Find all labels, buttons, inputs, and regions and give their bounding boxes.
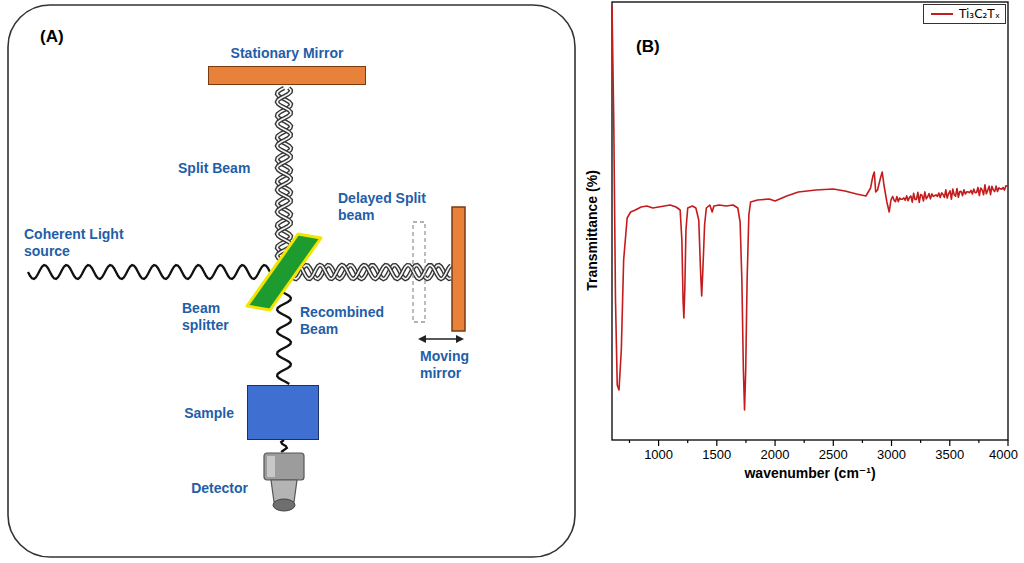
split-light-beam [290, 265, 451, 279]
axis-tick [629, 440, 630, 443]
split-light-beam [290, 265, 451, 279]
detector-icon [262, 452, 306, 514]
tick-label: 3000 [877, 446, 906, 463]
light-beam [28, 265, 284, 279]
stationary-mirror: Stationary Mirror [208, 66, 366, 85]
detector: Detector [262, 452, 306, 514]
light-beam [281, 440, 287, 452]
tick-label: 1000 [644, 446, 673, 463]
split-light-beam [290, 265, 451, 279]
legend: Ti₃C₂Tₓ [923, 4, 1006, 24]
legend-row: Ti₃C₂Tₓ [929, 7, 1000, 21]
part-label: Sample [184, 405, 234, 422]
splitter-label: Beam splitter [182, 300, 252, 334]
beam-label: Delayed Split beam [338, 190, 433, 224]
split-light-beam [277, 88, 291, 264]
axis-title: wavenumber (cm⁻¹) [744, 465, 875, 482]
split-light-beam [290, 265, 451, 279]
panel-frame [8, 5, 575, 557]
axis-tick [658, 440, 659, 446]
axis-tick [833, 440, 834, 446]
axis-tick [716, 440, 717, 446]
beam-splitter [247, 234, 321, 310]
split-light-beam [277, 88, 291, 264]
plot-frame [612, 2, 1008, 440]
mirror-previous-position [413, 222, 425, 322]
mirror-label: Moving mirror [420, 348, 490, 382]
legend-line [931, 13, 953, 15]
axis-tick [804, 440, 805, 443]
beam-label: Split Beam [178, 160, 250, 177]
tick-label: 2000 [761, 446, 790, 463]
panel-tag: (A) [40, 28, 64, 45]
axis-tick [862, 440, 863, 443]
beam-label: Recombined Beam [300, 304, 400, 338]
axis-tick [774, 440, 775, 446]
part-label: Stationary Mirror [231, 45, 344, 62]
axis-tick [687, 440, 688, 443]
axis-tick [949, 440, 950, 446]
axis-tick [978, 440, 979, 443]
legend-text: Ti₃C₂Tₓ [959, 7, 1000, 21]
split-light-beam [277, 88, 291, 264]
axis-tick [745, 440, 746, 443]
motion-arrow [418, 335, 464, 343]
panel-tag: (B) [636, 38, 660, 55]
axis-title: Transmittance (%) [584, 170, 601, 291]
axis-tick [891, 440, 892, 446]
tick-label: 2500 [819, 446, 848, 463]
tick-label: 4000 [989, 446, 1018, 463]
source-label: Coherent Light source [24, 226, 146, 260]
axis-tick [1007, 440, 1008, 446]
axis-tick [920, 440, 921, 443]
split-light-beam [277, 88, 291, 264]
tick-label: 1500 [702, 446, 731, 463]
part-label: Detector [191, 480, 248, 497]
tick-label: 3500 [935, 446, 964, 463]
moving-mirror [452, 207, 465, 331]
sample-box: Sample [247, 385, 319, 440]
spectrum-line [612, 5, 1008, 410]
